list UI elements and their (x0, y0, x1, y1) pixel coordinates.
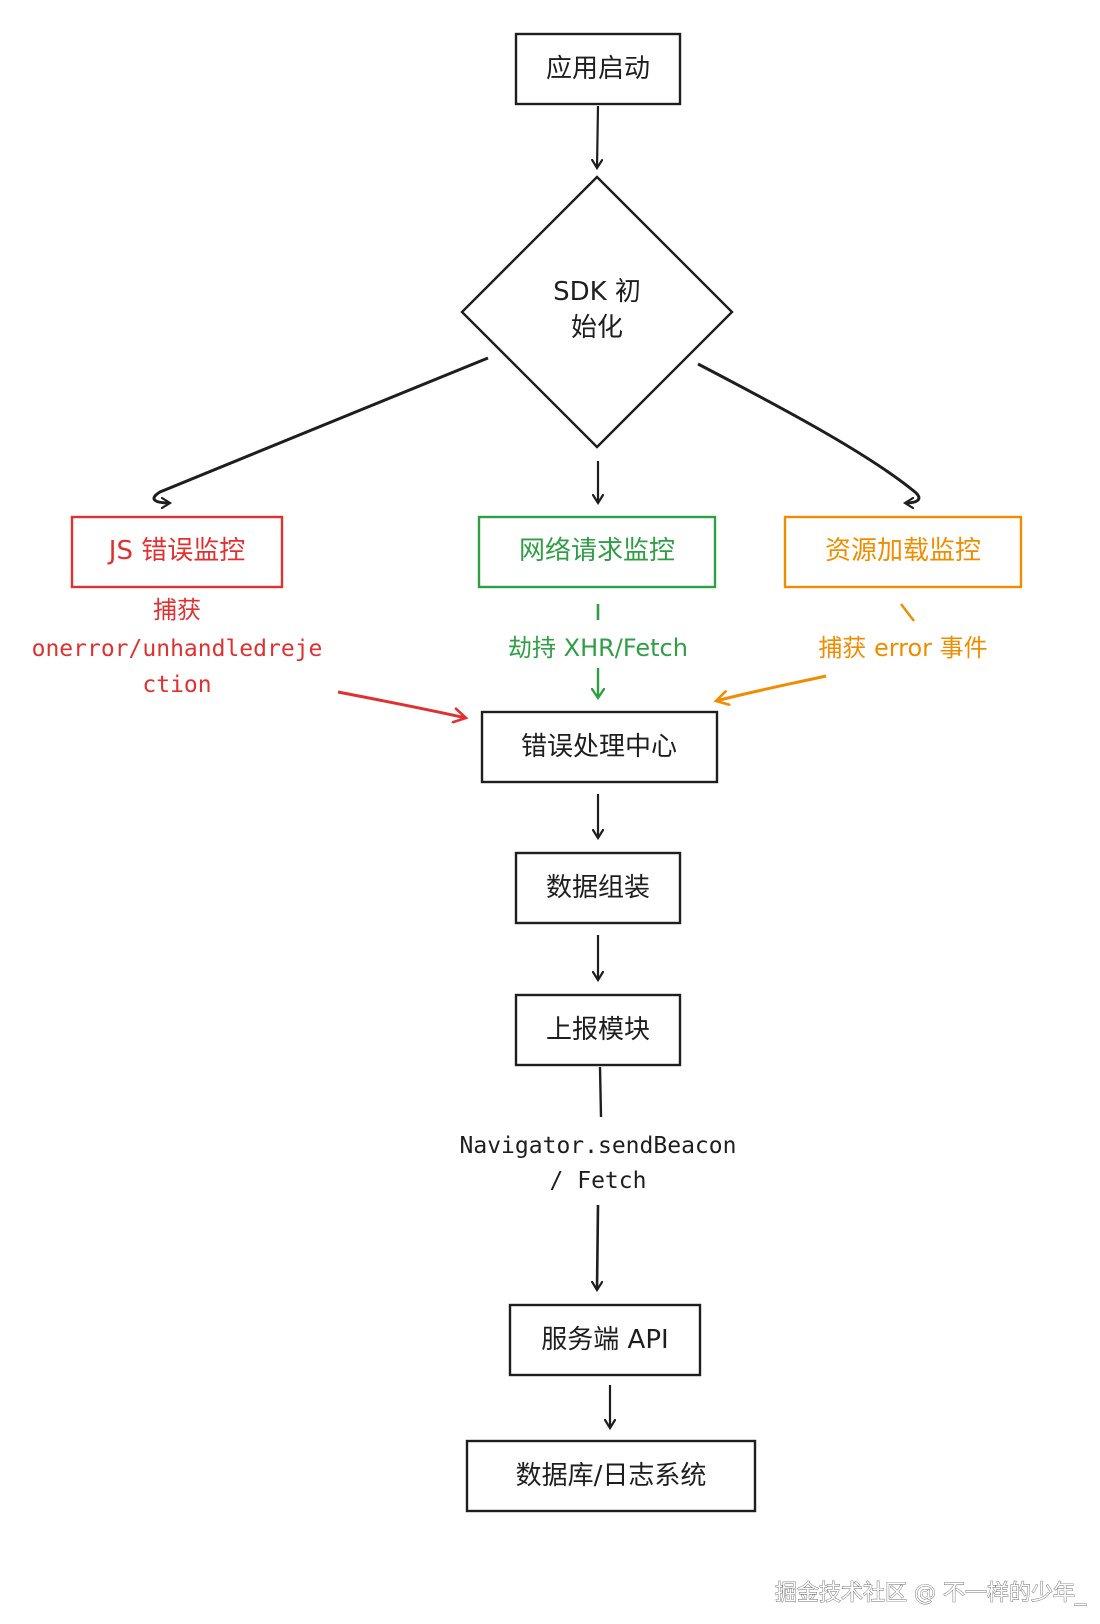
node-resource-monitor-label: 资源加载监控 (825, 536, 981, 566)
node-sdk-init-label-line2: 始化 (571, 313, 623, 343)
edge-report-segment (598, 1066, 603, 1118)
label-js-capture-line3: ction (142, 672, 211, 698)
edge-report-to-server (597, 1204, 598, 1290)
node-server-api-label: 服务端 API (541, 1325, 668, 1355)
label-js-capture-line1: 捕获 (153, 596, 201, 624)
node-report-module: 上报模块 (514, 993, 682, 1067)
node-error-center: 错误处理中心 (480, 710, 719, 784)
label-resource-capture: 捕获 error 事件 (818, 634, 987, 662)
node-resource-monitor: 资源加载监控 (783, 515, 1023, 589)
node-js-error-monitor-label: JS 错误监控 (107, 536, 245, 566)
node-storage: 数据库/日志系统 (465, 1439, 757, 1513)
edge-js-to-center (337, 690, 466, 718)
node-error-center-label: 错误处理中心 (521, 732, 677, 762)
node-storage-label: 数据库/日志系统 (516, 1461, 707, 1491)
node-network-monitor: 网络请求监控 (477, 515, 717, 589)
label-report-method-line2: / Fetch (550, 1168, 647, 1194)
label-js-capture-line2: onerror/unhandledreje (32, 636, 323, 662)
label-network-hijack: 劫持 XHR/Fetch (508, 634, 688, 662)
node-sdk-init-label-line1: SDK 初 (553, 277, 641, 307)
edge-start-to-sdk (597, 105, 598, 168)
node-app-start-label: 应用启动 (546, 54, 650, 84)
node-js-error-monitor: JS 错误监控 (70, 515, 284, 589)
node-server-api: 服务端 API (508, 1303, 702, 1377)
edge-sdk-to-resource (697, 362, 921, 503)
node-data-assembly: 数据组装 (514, 851, 682, 925)
edge-resource-tick (900, 603, 915, 622)
node-sdk-init: SDK 初 始化 (460, 175, 734, 449)
edge-resource-to-center (716, 674, 827, 701)
node-network-monitor-label: 网络请求监控 (519, 536, 675, 566)
edge-sdk-to-js-error (152, 356, 489, 503)
node-app-start: 应用启动 (514, 32, 682, 106)
node-data-assembly-label: 数据组装 (546, 873, 650, 903)
label-report-method-line1: Navigator.sendBeacon (460, 1133, 737, 1159)
watermark-text: 掘金技术社区 @ 不一样的少年_ (775, 1581, 1087, 1606)
node-report-module-label: 上报模块 (546, 1015, 650, 1045)
